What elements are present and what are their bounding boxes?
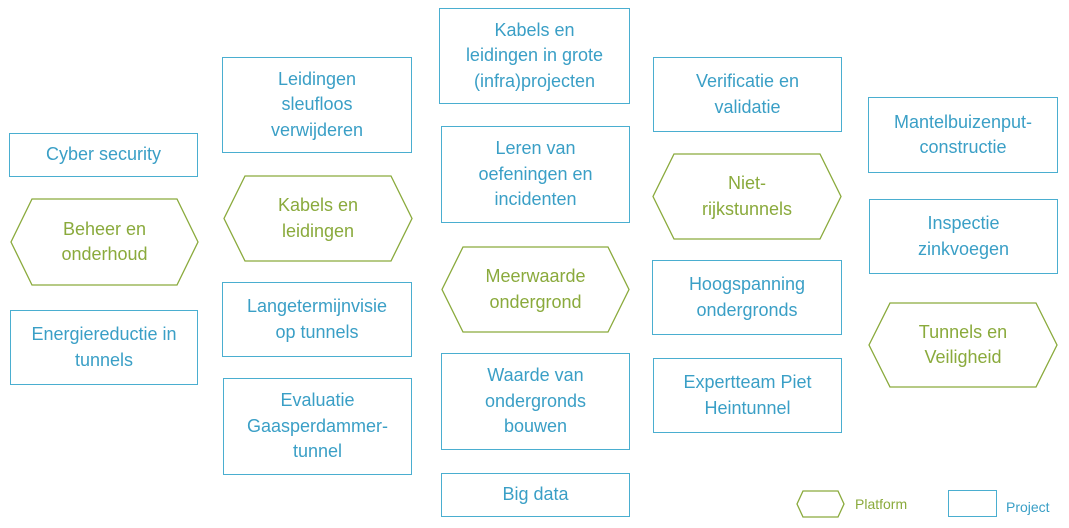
project-verificatie-validatie: Verificatie en validatie [653,57,842,132]
platform-niet-rijkstunnels: Niet- rijkstunnels [652,153,842,240]
project-evaluatie-gaasperdammer: Evaluatie Gaasperdammer- tunnel [223,378,412,475]
platform-tunnels-veiligheid: Tunnels en Veiligheid [868,302,1058,388]
platform-label: Niet- rijkstunnels [701,173,793,219]
platform-kabels-leidingen: Kabels en leidingen [223,175,413,262]
project-label: Langetermijnvisie op tunnels [246,296,388,342]
platform-label: Beheer en onderhoud [61,218,148,265]
project-label: Kabels en leidingen in grote (infra)proj… [465,19,604,91]
project-label: Hoogspanning ondergronds [688,274,806,320]
project-langetermijnvisie: Langetermijnvisie op tunnels [222,282,412,357]
project-leren-oefeningen: Leren van oefeningen en incidenten [441,126,630,223]
platform-label: Meerwaarde ondergrond [485,266,586,312]
project-hoogspanning: Hoogspanning ondergronds [652,260,842,335]
hexagon-shape [868,302,1058,388]
project-label: Energiereductie in tunnels [31,324,177,370]
legend-project-label: Project [1006,499,1050,515]
project-inspectie-zinkvoegen: Inspectie zinkvoegen [869,199,1058,274]
hexagon-shape [441,246,630,333]
project-label: Verificatie en validatie [695,71,800,117]
project-label: Leidingen sleufloos verwijderen [270,68,364,140]
project-kabels-grote-projecten: Kabels en leidingen in grote (infra)proj… [439,8,630,104]
project-label: Waarde van ondergronds bouwen [484,365,587,437]
project-expertteam-piet-hein: Expertteam Piet Heintunnel [653,358,842,433]
project-big-data: Big data [441,473,630,517]
project-leidingen-sleufloos: Leidingen sleufloos verwijderen [222,57,412,153]
project-label: Big data [502,484,569,505]
project-energiereductie: Energiereductie in tunnels [10,310,198,385]
project-label: Leren van oefeningen en incidenten [478,138,593,210]
project-waarde-ondergronds: Waarde van ondergronds bouwen [441,353,630,450]
platform-label: Kabels en leidingen [277,195,359,241]
legend-project-box [948,490,997,517]
legend-platform-label: Platform [855,496,908,512]
hexagon-shape [223,175,413,262]
project-cyber-security: Cyber security [9,133,198,177]
platform-meerwaarde-ondergrond: Meerwaarde ondergrond [441,246,630,333]
legend-platform-hexagon [796,490,845,518]
platform-label: Tunnels en Veiligheid [918,321,1008,368]
project-label: Inspectie zinkvoegen [917,213,1010,259]
project-label: Expertteam Piet Heintunnel [683,372,812,418]
project-mantelbuizenput: Mantelbuizenput- constructie [868,97,1058,173]
project-label: Cyber security [45,144,162,165]
project-label: Evaluatie Gaasperdammer- tunnel [246,390,389,462]
hexagon-shape [10,198,199,286]
platform-beheer-onderhoud: Beheer en onderhoud [10,198,199,286]
hexagon-shape [652,153,842,240]
project-label: Mantelbuizenput- constructie [893,111,1033,158]
